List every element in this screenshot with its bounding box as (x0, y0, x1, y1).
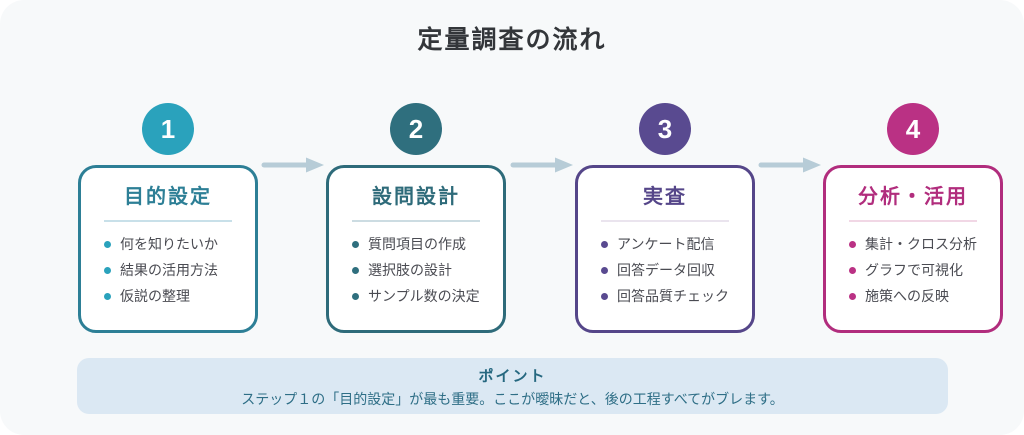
list-item-label: アンケート配信 (617, 236, 715, 252)
step-2-card: 設問設計 質問項目の作成 選択肢の設計 サンプル数の決定 (326, 165, 506, 333)
list-item-label: 集計・クロス分析 (865, 236, 977, 252)
step-1-number-badge: 1 (142, 103, 194, 155)
list-item: グラフで可視化 (849, 261, 992, 279)
step-3-card: 実査 アンケート配信 回答データ回収 回答品質チェック (575, 165, 755, 333)
step-2-list: 質問項目の作成 選択肢の設計 サンプル数の決定 (329, 235, 503, 305)
bullet-dot-icon (104, 240, 111, 248)
step-3-title: 実査 (643, 186, 687, 208)
point-text: ステップ１の「目的設定」が最も重要。ここが曖昧だと、後の工程すべてがブレます。 (241, 391, 784, 407)
list-item: 何を知りたいか (104, 235, 247, 253)
step-3-list: アンケート配信 回答データ回収 回答品質チェック (578, 235, 752, 305)
list-item-label: 結果の活用方法 (120, 262, 218, 278)
point-title: ポイント (478, 368, 547, 385)
step-4-divider (849, 220, 977, 222)
step-4-title: 分析・活用 (858, 186, 968, 208)
step-1-list: 何を知りたいか 結果の活用方法 仮説の整理 (81, 235, 255, 305)
list-item-label: 仮説の整理 (120, 288, 190, 304)
list-item: サンプル数の決定 (352, 287, 495, 305)
step-3-number: 3 (657, 113, 673, 144)
bullet-dot-icon (849, 266, 856, 274)
right-arrow-icon (758, 157, 821, 173)
step-1-number: 1 (160, 113, 176, 144)
list-item-label: 回答品質チェック (617, 288, 729, 304)
bullet-dot-icon (352, 266, 359, 274)
bullet-dot-icon (601, 292, 608, 300)
step-4-card: 分析・活用 集計・クロス分析 グラフで可視化 施策への反映 (823, 165, 1003, 333)
point-box: ポイント ステップ１の「目的設定」が最も重要。ここが曖昧だと、後の工程すべてがブ… (77, 358, 948, 414)
bullet-dot-icon (601, 266, 608, 274)
list-item: 質問項目の作成 (352, 235, 495, 253)
step-2: 2 設問設計 質問項目の作成 選択肢の設計 サンプル数の決定 (326, 103, 506, 333)
step-2-title: 設問設計 (372, 186, 460, 208)
right-arrow-icon (261, 157, 324, 173)
step-4-list: 集計・クロス分析 グラフで可視化 施策への反映 (826, 235, 1000, 305)
bullet-dot-icon (104, 266, 111, 274)
step-1-divider (104, 220, 232, 222)
bullet-dot-icon (849, 240, 856, 248)
step-1-title: 目的設定 (124, 186, 212, 208)
list-item-label: 選択肢の設計 (368, 262, 452, 278)
step-3-divider (601, 220, 729, 222)
list-item: 選択肢の設計 (352, 261, 495, 279)
list-item-label: グラフで可視化 (865, 262, 963, 278)
list-item: 施策への反映 (849, 287, 992, 305)
step-2-number: 2 (408, 113, 424, 144)
list-item: 回答データ回収 (601, 261, 744, 279)
step-3-number-badge: 3 (639, 103, 691, 155)
bullet-dot-icon (352, 292, 359, 300)
bullet-dot-icon (352, 240, 359, 248)
list-item-label: 回答データ回収 (617, 262, 715, 278)
list-item: 回答品質チェック (601, 287, 744, 305)
bullet-dot-icon (849, 292, 856, 300)
step-4: 4 分析・活用 集計・クロス分析 グラフで可視化 施策への反映 (823, 103, 1003, 333)
right-arrow-icon (510, 157, 573, 173)
list-item-label: 何を知りたいか (120, 236, 218, 252)
list-item-label: サンプル数の決定 (368, 288, 480, 304)
list-item: アンケート配信 (601, 235, 744, 253)
page-title: 定量調査の流れ (417, 26, 607, 54)
step-1: 1 目的設定 何を知りたいか 結果の活用方法 仮説の整理 (78, 103, 258, 333)
bullet-dot-icon (104, 292, 111, 300)
list-item: 結果の活用方法 (104, 261, 247, 279)
step-3: 3 実査 アンケート配信 回答データ回収 回答品質チェック (575, 103, 755, 333)
step-4-number-badge: 4 (887, 103, 939, 155)
list-item-label: 質問項目の作成 (368, 236, 466, 252)
list-item: 仮説の整理 (104, 287, 247, 305)
step-2-divider (352, 220, 480, 222)
list-item-label: 施策への反映 (865, 288, 949, 304)
bullet-dot-icon (601, 240, 608, 248)
step-4-number: 4 (905, 113, 921, 144)
step-1-card: 目的設定 何を知りたいか 結果の活用方法 仮説の整理 (78, 165, 258, 333)
step-2-number-badge: 2 (390, 103, 442, 155)
list-item: 集計・クロス分析 (849, 235, 992, 253)
